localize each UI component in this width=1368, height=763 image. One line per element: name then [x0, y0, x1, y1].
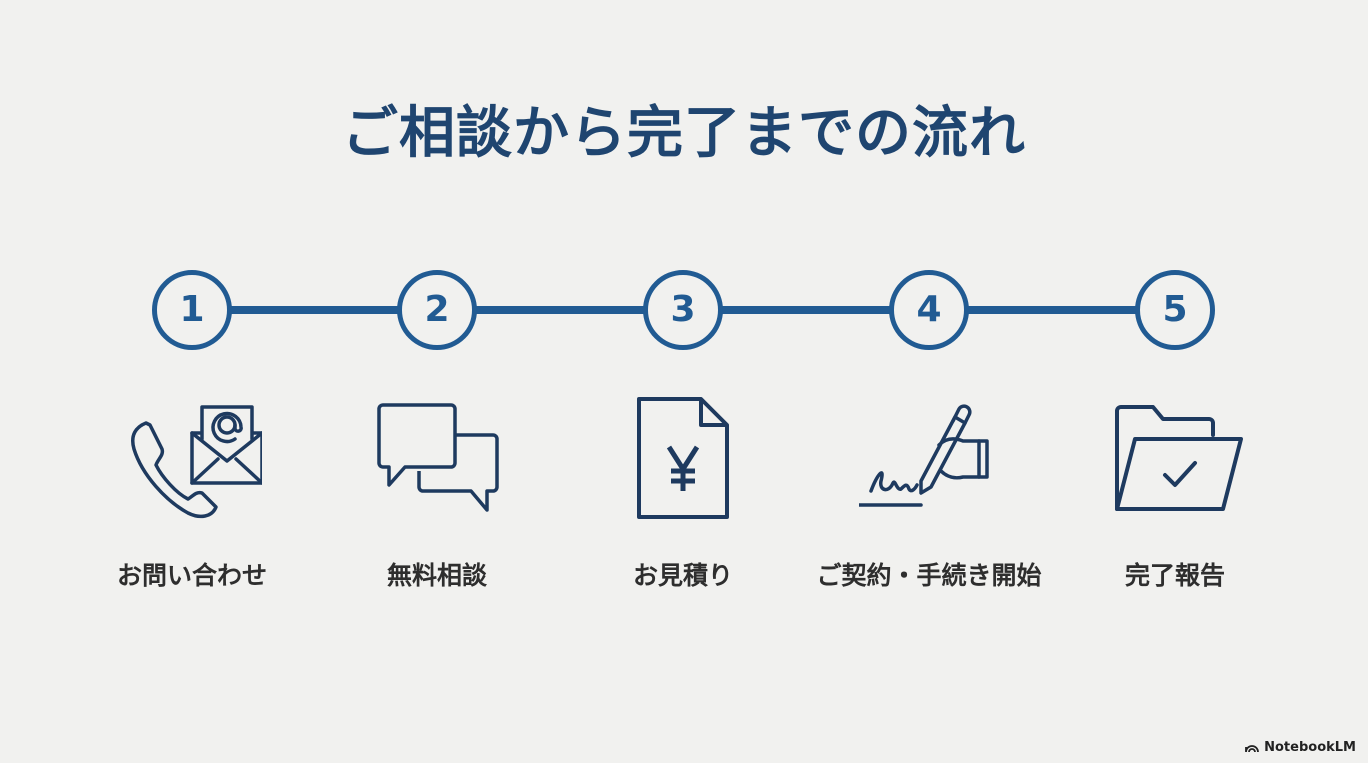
signature-icon [859, 404, 989, 507]
step-number-badge: 2 [397, 270, 477, 350]
brand-label: NotebookLM [1264, 740, 1356, 755]
notebooklm-logo-icon [1245, 745, 1260, 753]
page-title: ご相談から完了までの流れ [342, 101, 1026, 166]
phone-mail-icon [131, 405, 262, 519]
yen-document-icon [637, 397, 729, 519]
step-number-badge: 4 [889, 270, 969, 350]
step-number-badge: 3 [643, 270, 723, 350]
step-label: お見積り [632, 561, 733, 590]
notebooklm-watermark: NotebookLM [1245, 740, 1356, 755]
step-number-badge: 5 [1135, 270, 1215, 350]
step-number-badge: 1 [152, 270, 232, 350]
step-label: 無料相談 [386, 561, 487, 590]
folder-check-icon [1115, 405, 1243, 511]
step-label: お問い合わせ [116, 561, 267, 590]
chat-bubbles-icon [377, 403, 499, 512]
step-label: ご契約・手続き開始 [816, 561, 1042, 590]
step-label: 完了報告 [1124, 561, 1225, 590]
